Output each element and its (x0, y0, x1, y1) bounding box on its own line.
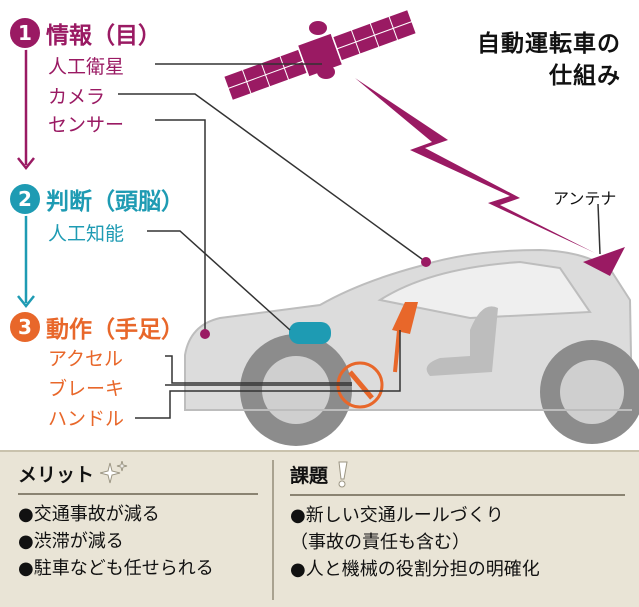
antenna-label: アンテナ (553, 189, 617, 208)
signal-bolt-icon (355, 78, 595, 253)
step-2-to-3-arrow (17, 213, 35, 309)
step-1-item-sensor: センサー (48, 114, 125, 136)
issues-panel: 課題 ●新しい交通ルールづくり （事故の責任も含む） ●人と機械の役割分担の明確… (290, 460, 625, 583)
camera-sensor-dot (421, 257, 431, 267)
step-1-item-satellite: 人工衛星 (48, 56, 125, 78)
step-3-title: 動作（手足） (46, 317, 184, 343)
step-2-header: 2 判断（頭脳） (10, 182, 184, 216)
step-3-number: 3 (10, 312, 40, 342)
step-1-header: 1 情報（目） (10, 16, 161, 50)
title-line-2: 仕組み (549, 63, 621, 89)
merits-header: メリット (18, 460, 258, 487)
merits-rule (18, 493, 258, 495)
panel-divider (272, 460, 274, 600)
title-line-1: 自動運転車の (477, 31, 621, 57)
step-3-header: 3 動作（手足） (10, 310, 184, 344)
issues-rule (290, 494, 625, 496)
diagram-area: 自動運転車の 仕組み 1 情報（目） 人工衛星 カメラ センサー 2 判断（頭脳… (10, 8, 639, 446)
ai-unit-icon (289, 322, 331, 344)
issue-item-1: ●新しい交通ルールづくり (290, 505, 504, 526)
step-1-number: 1 (10, 18, 40, 48)
antenna-icon (583, 247, 625, 276)
satellite-icon (222, 8, 418, 102)
step-2-title: 判断（頭脳） (46, 189, 184, 215)
step-1-title: 情報（目） (46, 23, 161, 49)
steering-wheel-icon (392, 302, 418, 373)
issue-item-1-note: （事故の責任も含む） (290, 532, 470, 553)
body-sensor-dot (200, 329, 210, 339)
step-3-item-handle: ハンドル (48, 408, 125, 430)
car-illustration (184, 248, 639, 446)
merit-item-3: ●駐車なども任せられる (18, 558, 214, 579)
step-3-item-accelerator: アクセル (48, 348, 124, 370)
step-2-number: 2 (10, 184, 40, 214)
step-2-item-ai: 人工知能 (48, 223, 125, 245)
merit-item-1: ●交通事故が減る (18, 504, 160, 525)
summary-panels: メリット ●交通事故が減る ●渋滞が減る ●駐車なども任せられる 課題 ●新しい… (0, 450, 639, 607)
step-1-item-camera: カメラ (48, 86, 106, 108)
sparkle-icon (100, 460, 128, 483)
issue-item-2: ●人と機械の役割分担の明確化 (290, 559, 540, 580)
merits-title: メリット (18, 464, 95, 486)
step-1-to-2-arrow (17, 46, 35, 171)
merit-item-2: ●渋滞が減る (18, 531, 124, 552)
merits-panel: メリット ●交通事故が減る ●渋滞が減る ●駐車なども任せられる (18, 460, 258, 582)
step-3-item-brake: ブレーキ (48, 378, 125, 400)
issues-title: 課題 (290, 464, 329, 487)
exclamation-icon (338, 461, 348, 488)
issues-header: 課題 (290, 460, 625, 488)
diagram-graphics (17, 8, 639, 446)
leader-lines (118, 63, 427, 419)
